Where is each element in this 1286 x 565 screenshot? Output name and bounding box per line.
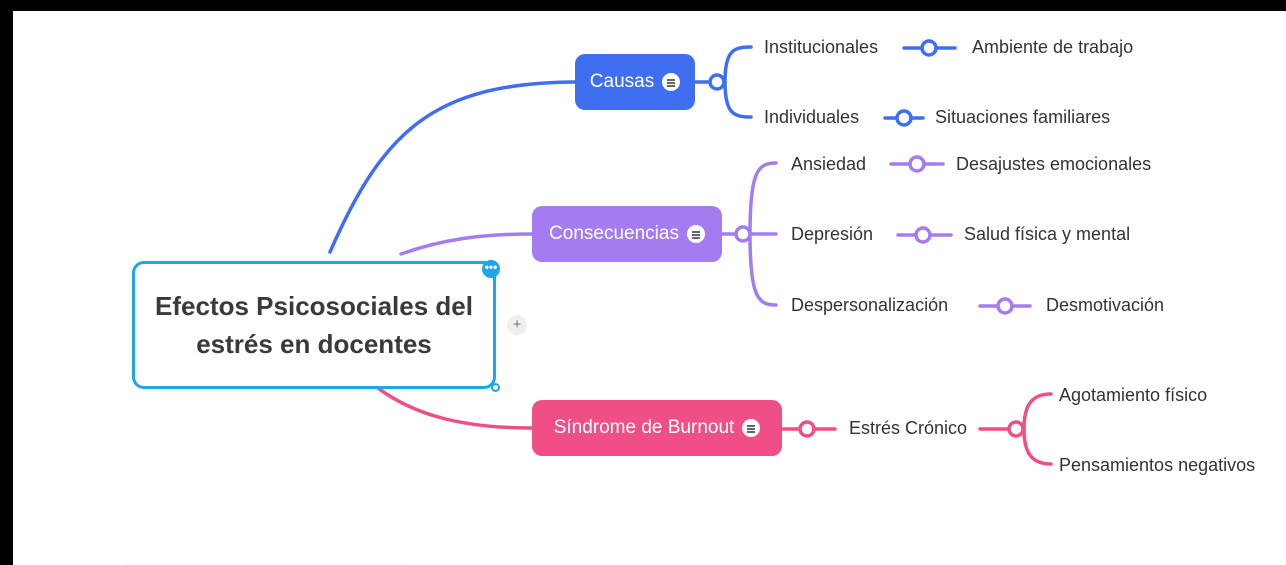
link-fork-ansiedad [748, 161, 778, 236]
link-fork-individuales [723, 80, 753, 119]
mindmap-board: Efectos Psicosociales del estrés en docen… [13, 11, 1286, 565]
link-fork-pensamientos [1022, 427, 1053, 466]
note-icon[interactable] [662, 73, 681, 91]
add-topic-button[interactable]: + [507, 315, 527, 335]
subtopic-despersonalizacion[interactable]: Despersonalización [791, 295, 949, 315]
collapse-toggle-causas[interactable] [708, 73, 726, 91]
topic-causas-label: Causas [589, 71, 655, 92]
collapse-toggle-estres-cronico[interactable] [1007, 420, 1025, 438]
connector-lines [328, 39, 1053, 466]
topic-causas[interactable]: Causas [575, 54, 695, 110]
leaf-situaciones-familiares[interactable]: Situaciones familiares [935, 107, 1111, 127]
subtopic-estres-cronico[interactable]: Estrés Crónico [849, 418, 968, 438]
panel-shadow [125, 559, 405, 565]
topic-sindrome-burnout[interactable]: Síndrome de Burnout [532, 400, 782, 456]
subtopic-ansiedad[interactable]: Ansiedad [791, 154, 867, 174]
central-topic[interactable]: Efectos Psicosociales del estrés en docen… [132, 261, 496, 389]
collapse-toggle-institucionales[interactable] [920, 39, 938, 57]
link-fork-agotamiento [1022, 392, 1053, 431]
topic-burnout-label: Síndrome de Burnout [553, 417, 735, 438]
link-central-consecuencias [399, 232, 534, 256]
topic-consecuencias[interactable]: Consecuencias [532, 206, 722, 262]
collapse-toggle-consecuencias[interactable] [734, 225, 752, 243]
collapse-toggle-ansiedad[interactable] [908, 155, 926, 173]
resize-handle[interactable] [491, 383, 500, 392]
topic-consecuencias-label: Consecuencias [549, 223, 679, 244]
subtopic-institucionales[interactable]: Institucionales [764, 37, 879, 57]
collapse-toggle-individuales[interactable] [895, 109, 913, 127]
leaf-agotamiento-fisico[interactable]: Agotamiento físico [1059, 385, 1208, 405]
collapse-toggle-burnout[interactable] [798, 420, 816, 438]
leaf-pensamientos-negativos[interactable]: Pensamientos negativos [1059, 455, 1256, 475]
note-icon[interactable] [686, 225, 705, 243]
leaf-salud-fisica-mental[interactable]: Salud física y mental [964, 224, 1131, 244]
link-fork-institucionales [723, 45, 753, 84]
more-options-icon[interactable]: ••• [482, 260, 500, 278]
central-topic-line-1: Efectos Psicosociales del [155, 291, 473, 321]
note-icon[interactable] [742, 419, 761, 437]
leaf-desajustes-emocionales[interactable]: Desajustes emocionales [956, 154, 1152, 174]
central-topic-line-2: estrés en docentes [196, 329, 432, 359]
leaf-desmotivacion[interactable]: Desmotivación [1046, 295, 1165, 315]
link-central-causas [328, 80, 577, 254]
subtopic-individuales[interactable]: Individuales [764, 107, 860, 127]
collapse-toggle-depresion[interactable] [914, 226, 932, 244]
link-fork-despersonalizacion [748, 232, 778, 307]
collapse-toggle-despersonalizacion[interactable] [996, 297, 1014, 315]
subtopic-depresion[interactable]: Depresión [791, 224, 874, 244]
leaf-ambiente-de-trabajo[interactable]: Ambiente de trabajo [972, 37, 1134, 57]
